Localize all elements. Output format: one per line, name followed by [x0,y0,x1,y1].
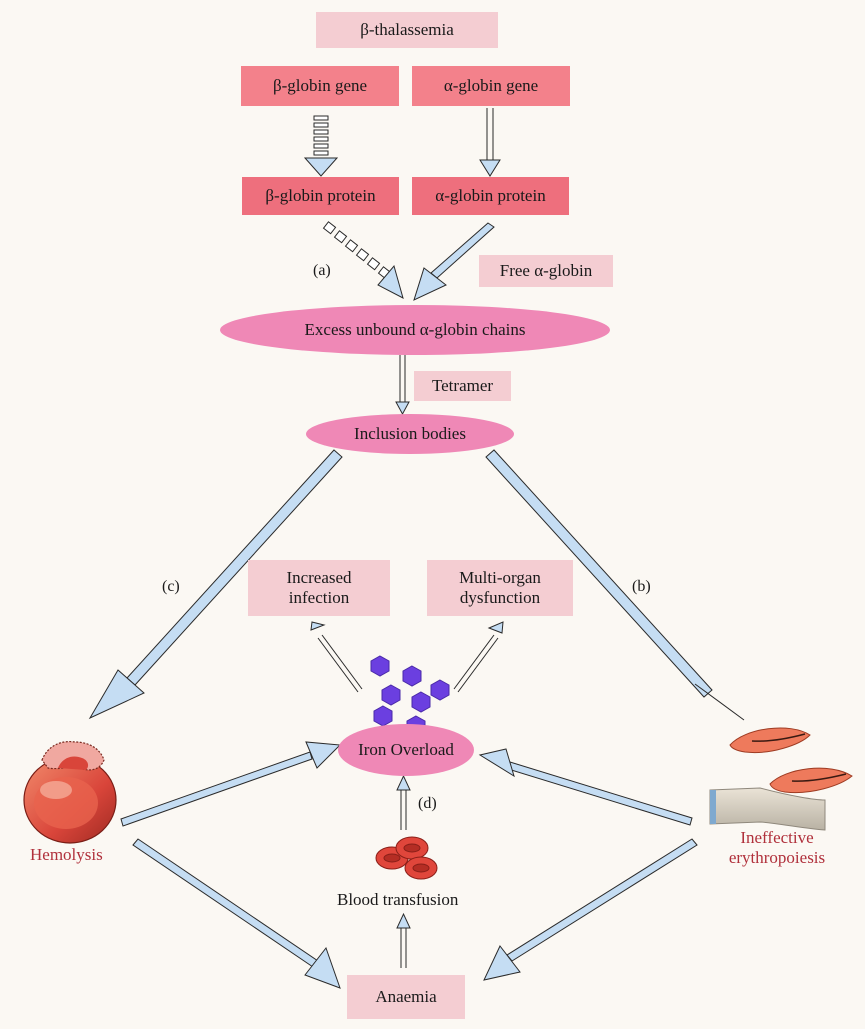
node-hemolysis: Hemolysis [30,845,103,864]
node-free-alpha-globin: Free α-globin [479,255,613,287]
node-beta-globin-gene: β-globin gene [241,66,399,106]
node-blood-transfusion: Blood transfusion [337,890,459,909]
arrow-inclusion-to-hemolysis [88,449,343,720]
arrow-ineffective-to-iron [478,748,693,826]
arrow-inclusion-to-ineffective [485,449,745,721]
iron-hexagons-icon [370,655,450,737]
arrow-transfusion-to-iron [396,774,411,830]
node-thalassemia: β-thalassemia [316,12,498,48]
node-inclusion-bodies: Inclusion bodies [306,414,514,454]
node-iron-overload: Iron Overload [338,724,474,776]
arrow-alpha-gene-to-protein [479,108,501,177]
arrow-iron-to-infection [310,621,363,693]
erythropoiesis-cells-icon [709,727,853,831]
ineffective-line-1: Ineffective [740,828,814,847]
node-alpha-globin-protein: α-globin protein [412,177,569,215]
node-alpha-globin-gene: α-globin gene [412,66,570,106]
blood-cells-icon [375,836,438,880]
node-tetramer: Tetramer [414,371,511,401]
node-ineffective-erythropoiesis: Ineffective erythropoiesis [712,828,842,868]
arrow-beta-protein-to-excess [322,221,404,299]
label-b: (b) [632,578,651,595]
label-a: (a) [313,262,331,279]
arrow-hemolysis-to-iron [120,741,342,827]
hemolysis-cell-icon [23,740,117,844]
arrow-alpha-protein-to-excess [413,222,495,301]
arrow-anaemia-to-transfusion [396,912,411,968]
arrow-beta-gene-to-protein [303,115,339,177]
arrow-iron-to-organ [453,621,504,693]
node-increased-infection: Increased infection [248,560,390,616]
node-excess-unbound-chains: Excess unbound α-globin chains [220,305,610,355]
node-beta-globin-protein: β-globin protein [242,177,399,215]
node-multi-organ-dysfunction: Multi-organ dysfunction [427,560,573,616]
arrow-hemolysis-to-anaemia [132,838,341,989]
label-d: (d) [418,795,437,812]
arrow-ineffective-to-anaemia [483,838,698,981]
node-anaemia: Anaemia [347,975,465,1019]
arrow-excess-to-inclusion [395,355,410,416]
label-c: (c) [162,578,180,595]
ineffective-line-2: erythropoiesis [728,848,826,867]
